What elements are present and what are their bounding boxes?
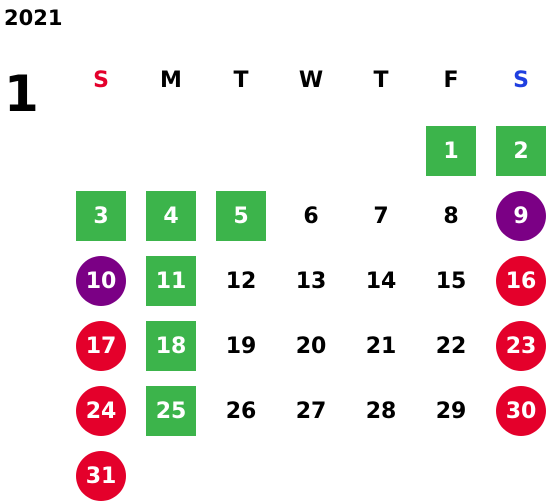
- day-cell-20[interactable]: 20: [295, 333, 327, 359]
- day-cell-10[interactable]: 10: [76, 256, 126, 306]
- day-cell-28[interactable]: 28: [365, 398, 397, 424]
- day-cell-6[interactable]: 6: [303, 203, 319, 229]
- weekday-sat: S: [513, 68, 529, 93]
- day-cell-4[interactable]: 4: [146, 191, 196, 241]
- day-cell-5[interactable]: 5: [216, 191, 266, 241]
- day-cell-12[interactable]: 12: [225, 268, 257, 294]
- day-cell-31[interactable]: 31: [76, 451, 126, 501]
- day-cell-14[interactable]: 14: [365, 268, 397, 294]
- day-cell-25[interactable]: 25: [146, 386, 196, 436]
- weekday-sun: S: [93, 68, 109, 93]
- day-cell-27[interactable]: 27: [295, 398, 327, 424]
- day-cell-2[interactable]: 2: [496, 126, 546, 176]
- day-cell-29[interactable]: 29: [435, 398, 467, 424]
- day-cell-13[interactable]: 13: [295, 268, 327, 294]
- day-cell-21[interactable]: 21: [365, 333, 397, 359]
- weekday-wed: W: [298, 68, 324, 93]
- day-cell-7[interactable]: 7: [373, 203, 389, 229]
- day-cell-3[interactable]: 3: [76, 191, 126, 241]
- day-cell-26[interactable]: 26: [225, 398, 257, 424]
- day-cell-11[interactable]: 11: [146, 256, 196, 306]
- day-cell-17[interactable]: 17: [76, 321, 126, 371]
- day-cell-9[interactable]: 9: [496, 191, 546, 241]
- day-cell-1[interactable]: 1: [426, 126, 476, 176]
- day-cell-30[interactable]: 30: [496, 386, 546, 436]
- weekday-tue: T: [233, 68, 249, 93]
- year-label: 2021: [4, 6, 63, 30]
- month-number: 1: [4, 65, 39, 123]
- weekday-thu: T: [373, 68, 389, 93]
- day-cell-22[interactable]: 22: [435, 333, 467, 359]
- weekday-mon: M: [160, 68, 182, 93]
- day-cell-19[interactable]: 19: [225, 333, 257, 359]
- day-cell-15[interactable]: 15: [435, 268, 467, 294]
- day-cell-24[interactable]: 24: [76, 386, 126, 436]
- day-cell-23[interactable]: 23: [496, 321, 546, 371]
- day-cell-8[interactable]: 8: [443, 203, 459, 229]
- day-cell-16[interactable]: 16: [496, 256, 546, 306]
- day-cell-18[interactable]: 18: [146, 321, 196, 371]
- weekday-fri: F: [443, 68, 459, 93]
